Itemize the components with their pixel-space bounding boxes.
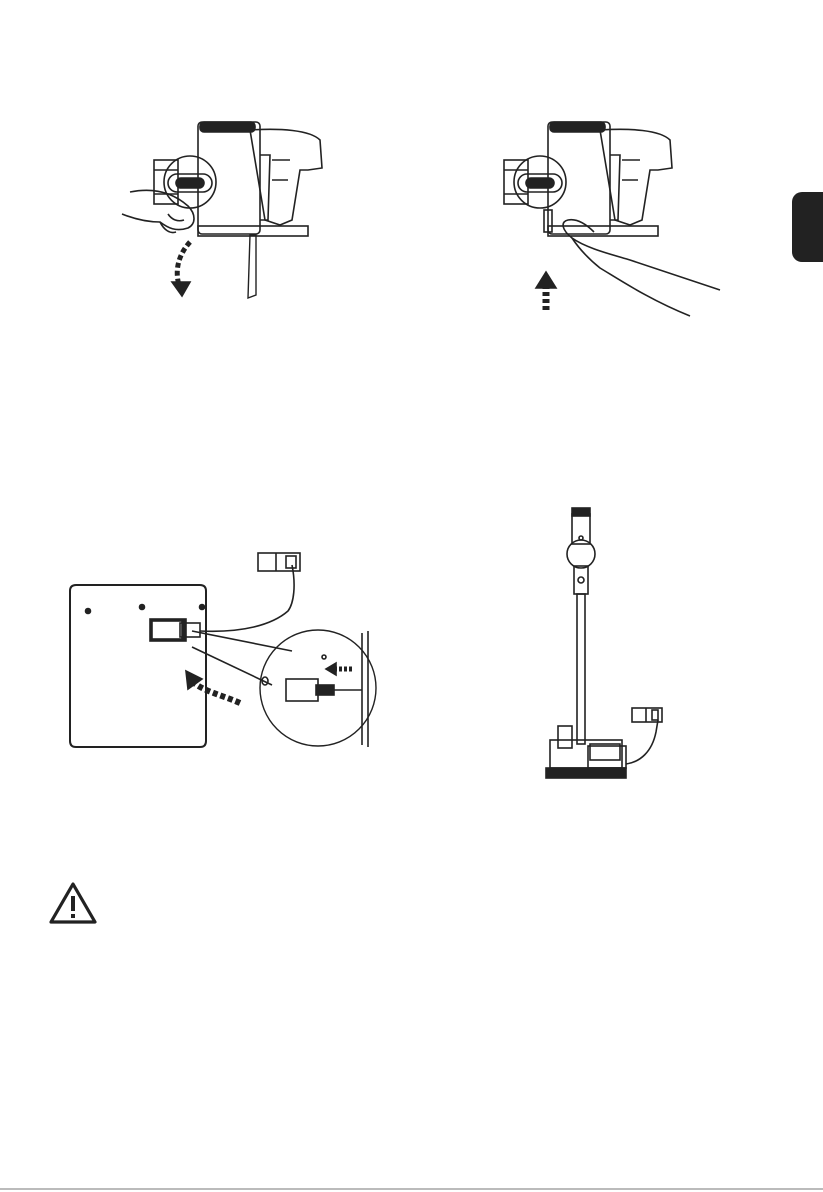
- open-dust-bin-figure: [110, 110, 350, 315]
- warning-triangle-icon: [48, 881, 98, 925]
- charging-stand-figure: [540, 500, 675, 790]
- wall-bracket-charger-figure: [62, 545, 382, 757]
- close-dust-bin-figure: [490, 110, 730, 320]
- page-bottom-rule: [0, 1188, 823, 1190]
- section-tab: [792, 192, 823, 262]
